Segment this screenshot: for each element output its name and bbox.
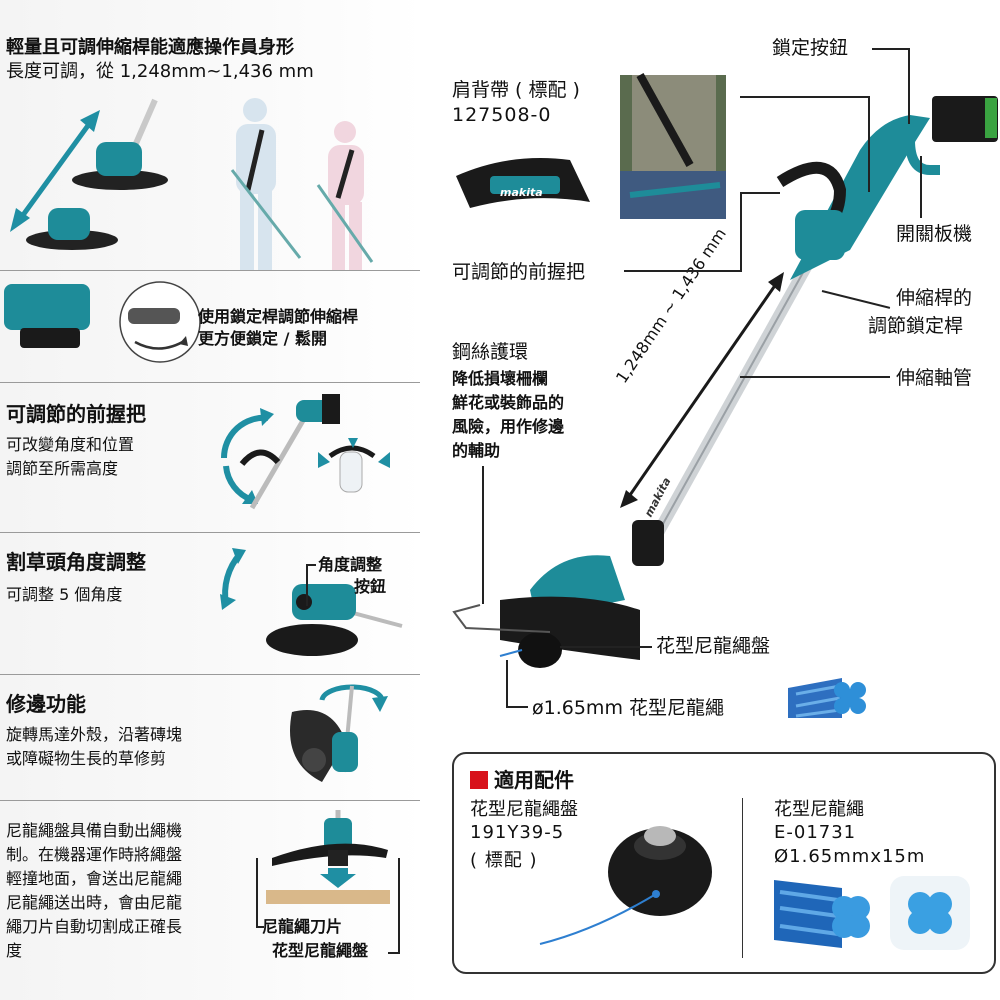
front-grip-text-2: 調節至所需高度 xyxy=(6,459,119,478)
edging-illustration xyxy=(290,684,388,782)
head-angle-text: 可調整 5 個角度 xyxy=(6,585,123,604)
spool-callout xyxy=(560,646,652,648)
angle-button-callout-tick xyxy=(306,564,316,566)
section-adjustable-subtitle: 長度可調，從 1,248mm~1,436 mm xyxy=(6,61,314,82)
acc-line-image xyxy=(774,876,970,950)
spool-callout-label: 花型尼龍繩盤 xyxy=(272,941,369,960)
acc-line-name: 花型尼龍繩 xyxy=(774,799,864,820)
front-grip-callout-h2 xyxy=(740,192,780,194)
front-grip-illustration xyxy=(220,394,390,510)
red-square-icon xyxy=(470,771,488,789)
front-grip-title: 可調節的前握把 xyxy=(6,402,146,426)
lock-lever-illustration xyxy=(4,281,201,363)
auto-feed-illustration xyxy=(266,810,390,904)
shoulder-strap-image xyxy=(456,158,590,208)
edging-text-1: 旋轉馬達外殼，沿著磚塊 xyxy=(6,725,183,744)
trimmer-product-drawing xyxy=(452,96,998,668)
angle-button-label-1: 角度調整 xyxy=(318,555,383,574)
front-grip-callout-v xyxy=(740,192,742,272)
lock-lever-label-2: 調節鎖定桿 xyxy=(868,315,964,337)
acc-spool-name: 花型尼龍繩盤 xyxy=(470,799,578,820)
lock-button-callout-h xyxy=(872,48,910,50)
head-angle-title: 割草頭角度調整 xyxy=(6,550,146,574)
auto-feed-text-1: 尼龍繩盤具備自動出繩機 xyxy=(6,821,183,840)
section-divider xyxy=(0,382,420,383)
section-divider xyxy=(0,270,420,271)
wire-guard-text-1: 降低損壞柵欄 xyxy=(452,369,549,388)
spool-label: 花型尼龍繩盤 xyxy=(656,635,771,657)
acc-spool-note: ( 標配 ) xyxy=(470,850,538,871)
wire-guard-text-3: 風險，用作修邊 xyxy=(452,417,565,436)
line-cutter-label: 尼龍繩刀片 xyxy=(262,917,343,936)
line-callout-v xyxy=(506,660,508,708)
lock-button-label: 鎖定按鈕 xyxy=(772,37,849,59)
trimmer-length-illustration xyxy=(10,98,374,270)
spool-callout-tick xyxy=(388,952,400,954)
section-divider xyxy=(0,674,420,675)
wire-guard-title: 鋼絲護環 xyxy=(452,341,529,363)
acc-spool-image xyxy=(539,826,712,945)
edging-text-2: 或障礙物生長的草修剪 xyxy=(6,749,167,768)
line-callout-h xyxy=(506,706,528,708)
strap-callout-h xyxy=(740,96,870,98)
lock-lever-text-1: 使用鎖定桿調節伸縮桿 xyxy=(198,307,359,326)
telescopic-tube-label: 伸縮軸管 xyxy=(896,367,973,389)
wire-guard-text-2: 鮮花或裝飾品的 xyxy=(452,393,565,412)
edging-title: 修邊功能 xyxy=(6,692,86,716)
accessories-header: 適用配件 xyxy=(470,764,574,793)
strap-label: 肩背帶 ( 標配 ) xyxy=(452,79,580,101)
auto-feed-text-3: 輕撞地面，會送出尼龍繩 xyxy=(6,869,183,888)
nylon-line-sample xyxy=(788,678,866,718)
accessories-panel xyxy=(452,752,996,974)
auto-feed-text-2: 制。在機器運作時將繩盤 xyxy=(6,845,183,864)
strap-wearing-photo xyxy=(620,73,726,219)
auto-feed-text-6: 度 xyxy=(6,941,23,960)
strap-model: 127508-0 xyxy=(452,104,552,126)
front-grip-callout-h xyxy=(624,270,742,272)
spool-callout-line xyxy=(398,858,400,954)
lock-lever-label-1: 伸縮桿的 xyxy=(896,287,973,309)
auto-feed-text-5: 繩刀片自動切割成正確長 xyxy=(6,917,183,936)
line-cutter-callout-line xyxy=(256,858,258,928)
lock-lever-text-2: 更方便鎖定 / 鬆開 xyxy=(198,329,327,348)
lock-button-callout-v xyxy=(908,48,910,124)
auto-feed-text-4: 尼龍繩送出時，會由尼龍 xyxy=(6,893,183,912)
angle-button-callout-line xyxy=(306,564,308,606)
strap-brand-logo: makita xyxy=(500,186,543,199)
telescopic-callout xyxy=(740,376,890,378)
acc-line-model: E-01731 xyxy=(774,822,857,843)
head-angle-illustration xyxy=(220,548,403,656)
section-adjustable-title: 輕量且可調伸縮桿能適應操作員身形 xyxy=(6,37,294,58)
accessories-divider xyxy=(742,798,743,958)
accessories-header-text: 適用配件 xyxy=(494,768,574,792)
angle-button-label-2: 按鈕 xyxy=(354,577,387,596)
switch-board-label: 開關板機 xyxy=(896,223,973,245)
front-grip-label: 可調節的前握把 xyxy=(452,261,586,283)
acc-spool-model: 191Y39-5 xyxy=(470,822,565,843)
acc-line-spec: Ø1.65mmx15m xyxy=(774,846,926,867)
nylon-line-label: ø1.65mm 花型尼龍繩 xyxy=(532,697,724,719)
wire-guard-callout xyxy=(482,466,484,604)
section-divider xyxy=(0,800,420,801)
wire-guard-text-4: 的輔助 xyxy=(452,441,501,460)
line-cutter-callout-tick xyxy=(256,926,264,928)
section-divider xyxy=(0,532,420,533)
switch-callout-v xyxy=(920,156,922,218)
strap-callout-v xyxy=(868,96,870,192)
front-grip-text-1: 可改變角度和位置 xyxy=(6,435,135,454)
